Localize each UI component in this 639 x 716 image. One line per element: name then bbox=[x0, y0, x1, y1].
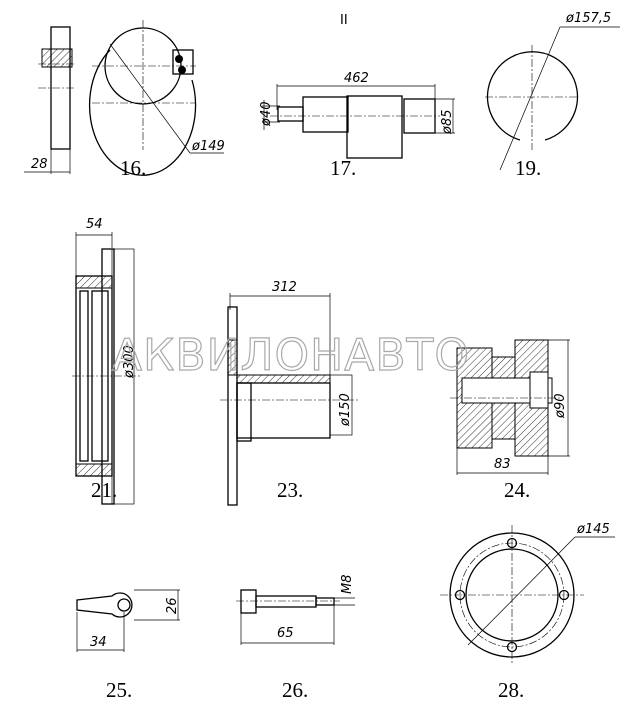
part-19-drawing bbox=[485, 26, 620, 171]
dim-65: 65 bbox=[277, 626, 294, 641]
dim-d149: ø149 bbox=[191, 139, 225, 154]
watermark: АКВИЛОНАВТО bbox=[112, 330, 470, 381]
dim-m8: M8 bbox=[340, 575, 355, 595]
dim-83: 83 bbox=[494, 457, 511, 472]
dim-d157-5: ø157,5 bbox=[565, 11, 611, 26]
part-28-drawing bbox=[440, 525, 615, 665]
part-25-drawing bbox=[76, 589, 180, 652]
dim-d145: ø145 bbox=[576, 522, 610, 537]
dim-54: 54 bbox=[86, 217, 103, 232]
part-number-24: 24. bbox=[504, 478, 530, 502]
dim-d40: ø40 bbox=[259, 102, 274, 128]
part-number-21: 21. bbox=[91, 478, 117, 502]
part-number-28: 28. bbox=[498, 678, 524, 702]
dim-26: 26 bbox=[165, 597, 180, 614]
dim-d90: ø90 bbox=[553, 394, 568, 420]
dim-d300: ø300 bbox=[122, 345, 137, 379]
sheet-mark: II bbox=[340, 13, 348, 28]
part-24-drawing bbox=[450, 339, 570, 475]
part-26-drawing bbox=[236, 589, 355, 645]
part-number-25: 25. bbox=[106, 678, 132, 702]
part-16-drawing bbox=[24, 20, 224, 176]
dim-d85: ø85 bbox=[440, 110, 455, 136]
dim-34: 34 bbox=[90, 635, 107, 650]
part-23-drawing bbox=[220, 293, 360, 506]
part-number-23: 23. bbox=[277, 478, 303, 502]
part-number-26: 26. bbox=[282, 678, 308, 702]
part-number-19: 19. bbox=[515, 156, 541, 180]
dim-312: 312 bbox=[272, 280, 297, 295]
part-17-drawing bbox=[262, 84, 455, 159]
dim-28: 28 bbox=[31, 157, 48, 172]
dim-462: 462 bbox=[344, 71, 369, 86]
part-number-17: 17. bbox=[330, 156, 356, 180]
dim-d150: ø150 bbox=[338, 393, 353, 427]
part-21-drawing bbox=[72, 232, 140, 505]
part-number-16: 16. bbox=[120, 156, 146, 180]
